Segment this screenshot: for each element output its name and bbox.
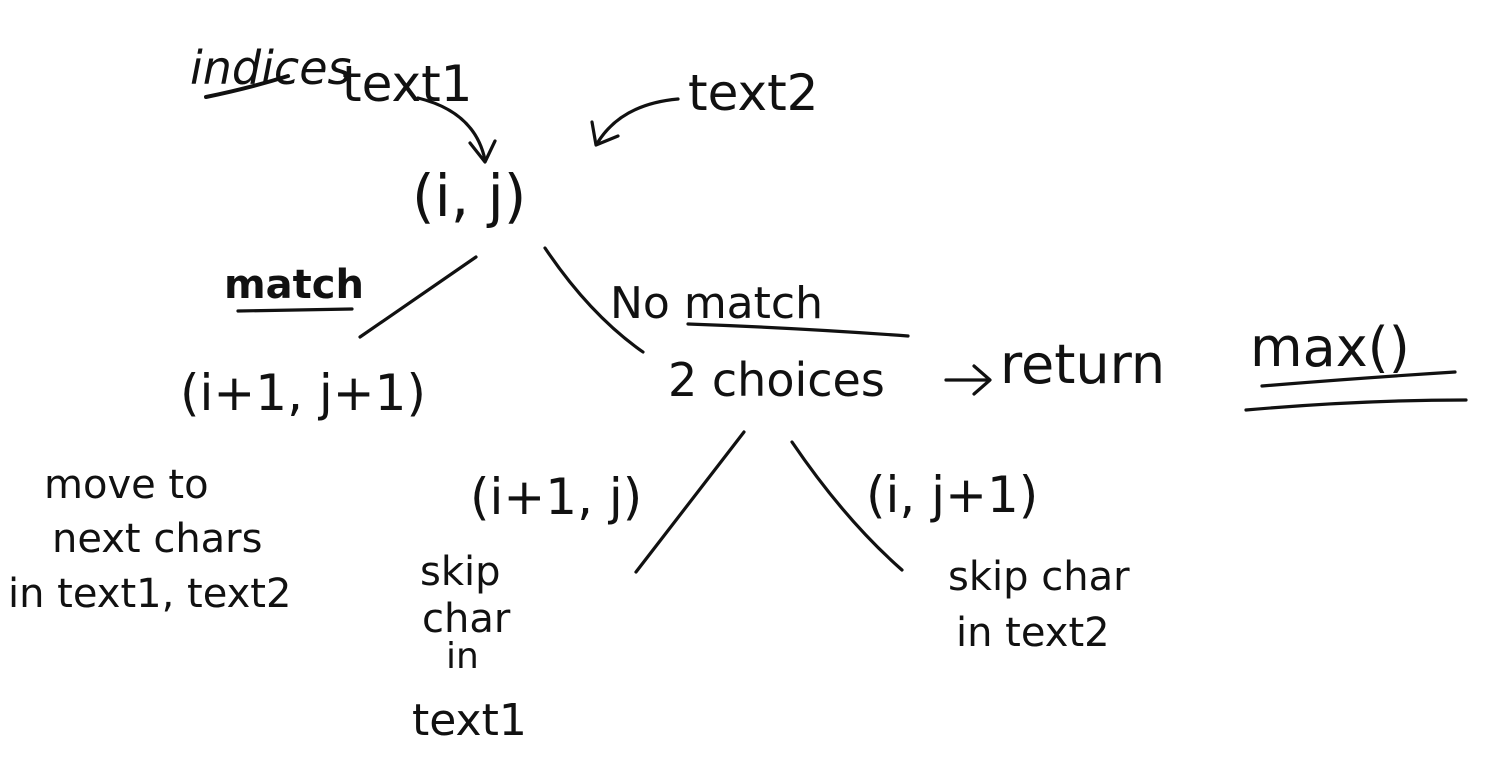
match-branch-line <box>358 255 478 339</box>
text1-label: text1 <box>342 55 473 113</box>
max-underline-2 <box>1244 398 1468 412</box>
left-desc-line1: skip <box>420 549 501 595</box>
right-choice-node: (i, j+1) <box>866 466 1038 524</box>
max-underline-1 <box>1260 370 1457 388</box>
text2-arrow-head <box>590 120 620 147</box>
right-choice-line <box>790 440 904 572</box>
left-desc-line3: in <box>446 636 479 677</box>
left-choice-node: (i+1, j) <box>470 468 642 526</box>
return-arrow-head <box>972 364 992 396</box>
indices-arrow-head <box>468 139 497 164</box>
match-node: (i+1, j+1) <box>180 364 426 422</box>
left-desc-line2: char <box>422 596 511 642</box>
match-desc-line1: move to <box>44 462 209 508</box>
text2-arrow <box>596 97 680 144</box>
indices-underline <box>204 74 290 99</box>
no-match-underline <box>686 322 910 338</box>
right-desc-line1: skip char <box>948 554 1130 600</box>
choices-node: 2 choices <box>668 353 885 407</box>
no-match-label: No match <box>610 278 823 329</box>
return-text: return <box>1000 333 1165 396</box>
match-label: match <box>224 262 364 308</box>
root-node: (i, j) <box>412 162 526 230</box>
left-choice-line <box>634 430 746 574</box>
match-desc-line2: next chars <box>52 516 262 562</box>
indices-arrow <box>416 96 487 162</box>
max-text: max() <box>1250 316 1410 379</box>
left-desc-line4: text1 <box>412 695 527 746</box>
no-match-branch-line <box>543 246 645 354</box>
indices-label: indices <box>190 41 351 95</box>
text2-label: text2 <box>688 64 819 122</box>
right-desc-line2: in text2 <box>956 610 1110 656</box>
match-underline <box>236 307 354 313</box>
match-desc-line3: in text1, text2 <box>8 571 291 617</box>
